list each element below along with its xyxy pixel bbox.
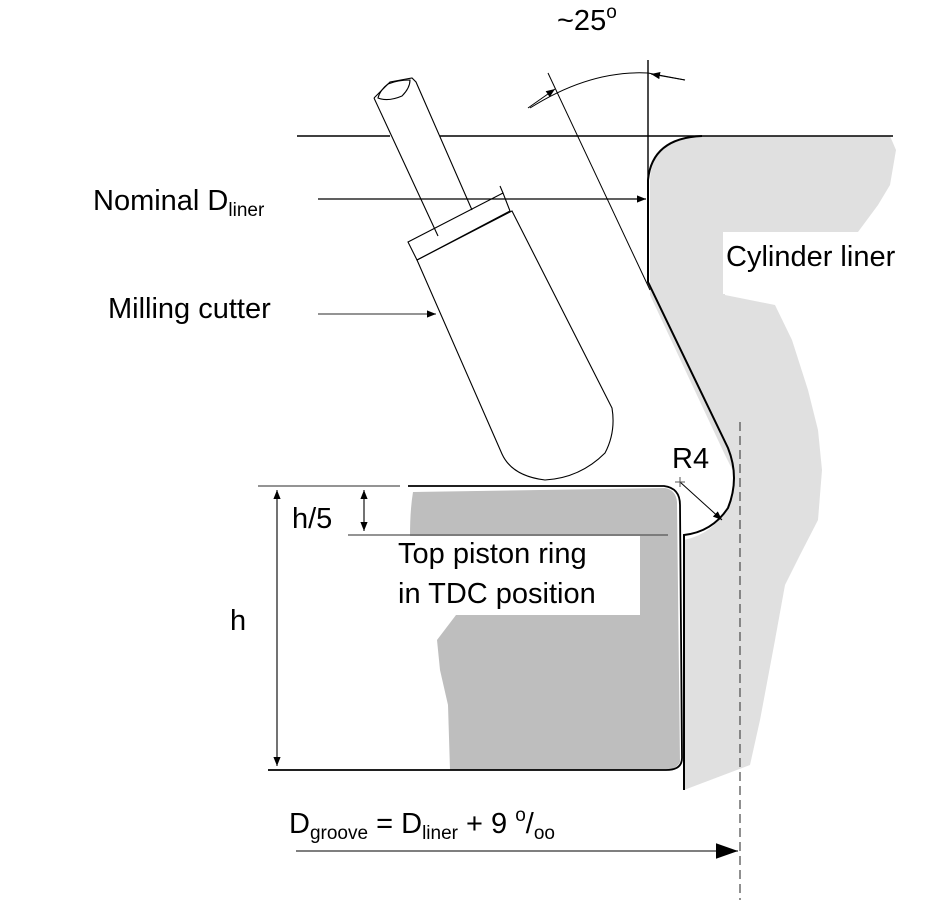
ring-label-line2: in TDC position	[398, 578, 596, 610]
piston-ring	[410, 488, 680, 770]
milling-cutter	[373, 77, 614, 481]
radius-center-mark	[675, 477, 685, 487]
cylinder-liner-label: Cylinder liner	[726, 241, 896, 273]
liner-bore-profile	[647, 135, 735, 790]
radius-label: R4	[672, 443, 709, 475]
piston-groove-outline	[268, 485, 683, 771]
dgroove-formula: Dgroove = Dliner + 9 o/oo	[289, 805, 555, 844]
ring-label-bg	[395, 536, 639, 614]
angle-arc	[529, 72, 686, 109]
cylinder-liner-body	[650, 136, 896, 790]
h-label: h	[230, 605, 246, 637]
nominal-dliner-label: Nominal Dliner	[93, 185, 265, 221]
angle-arrow-right	[650, 72, 686, 81]
ring-label-line1: Top piston ring	[398, 538, 587, 570]
milling-cutter-label: Milling cutter	[108, 293, 271, 325]
h-fifth-label: h/5	[292, 503, 332, 535]
angle-label: ~25o	[557, 2, 617, 37]
cylinder-liner-label-bg	[723, 232, 938, 294]
angle-arrow-left	[527, 88, 556, 109]
cutter-angle-line	[547, 72, 651, 291]
radius-arrow	[679, 481, 723, 521]
